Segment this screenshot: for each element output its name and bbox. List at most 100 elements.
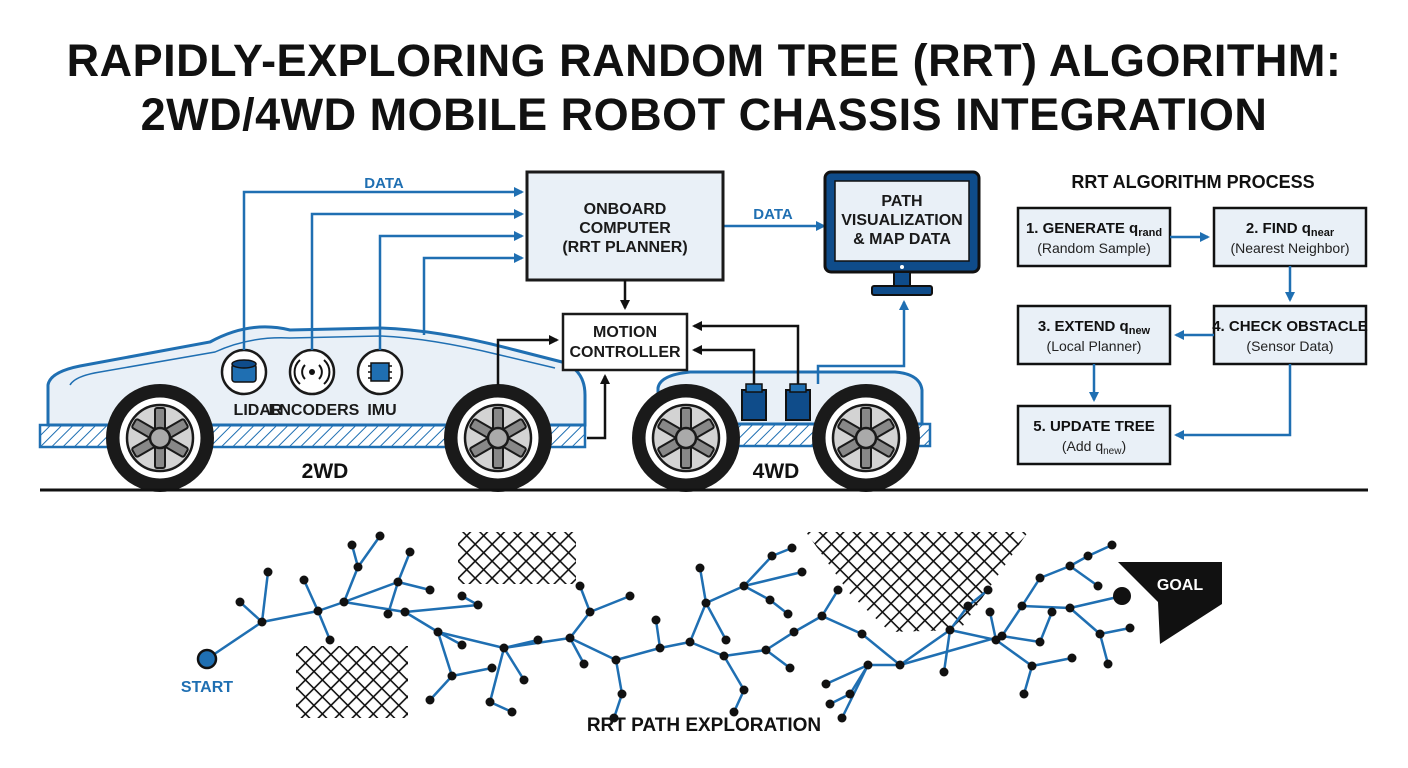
svg-text:4. CHECK OBSTACLE: 4. CHECK OBSTACLE (1212, 318, 1368, 335)
tree-node (997, 631, 1007, 641)
tree-edge (343, 580, 399, 604)
process-title: RRT ALGORITHM PROCESS (1071, 172, 1314, 192)
tree-edge (1021, 604, 1071, 610)
tree-node (1107, 540, 1117, 550)
motor-icon (741, 389, 767, 421)
tree-node (339, 597, 349, 607)
motion-controller-label: CONTROLLER (569, 344, 681, 361)
tree-node (625, 591, 635, 601)
monitor-icon (823, 170, 981, 296)
tree-edge (436, 631, 454, 677)
tree-edge (396, 551, 412, 583)
tree-edge (861, 633, 901, 666)
tree-node (765, 595, 775, 605)
svg-text:(Sensor Data): (Sensor Data) (1246, 338, 1333, 354)
path-viz-label: VISUALIZATION (841, 212, 962, 229)
tree-node (821, 679, 831, 689)
encoders-label: ENCODERS (269, 402, 360, 419)
tree-node (845, 689, 855, 699)
tree-edge (705, 584, 745, 605)
tree-node (617, 689, 627, 699)
tree-edge (949, 605, 969, 631)
tree-node (447, 671, 457, 681)
tree-edge (578, 585, 592, 613)
tree-node (499, 643, 509, 653)
tree-node (1027, 661, 1037, 671)
path-viz-label: PATH (881, 193, 922, 210)
lidar-label: LIDAR (234, 402, 283, 419)
tree-edge (825, 663, 869, 686)
process-step-3: 3. EXTEND qnew (Local Planner) (1016, 304, 1172, 366)
tree-node (785, 663, 795, 673)
tree-edge (451, 666, 493, 678)
tree-node (1017, 601, 1027, 611)
tree-node (313, 606, 323, 616)
process-arrows (1089, 232, 1295, 440)
tree-node (579, 659, 589, 669)
tree-node (857, 629, 867, 639)
tree-edge (1020, 577, 1042, 607)
tree-edge (302, 579, 320, 612)
tree-node (1019, 689, 1029, 699)
start-node (196, 648, 218, 670)
tree-edge (437, 630, 505, 650)
tree-edge (743, 555, 773, 587)
tree-edge (698, 567, 708, 604)
tree-node (299, 575, 309, 585)
tree-node (825, 699, 835, 709)
tree-edge (404, 603, 479, 614)
obstacle (806, 532, 1028, 632)
tree-node (739, 581, 749, 591)
tree-node (585, 607, 595, 617)
svg-text:(Random Sample): (Random Sample) (1037, 240, 1151, 256)
tree-node (485, 697, 495, 707)
tree-edge (343, 600, 406, 614)
tree-node (263, 567, 273, 577)
tree-edge (743, 570, 803, 588)
svg-text:(Local Planner): (Local Planner) (1047, 338, 1142, 354)
tree-node (457, 591, 467, 601)
tree-node (983, 585, 993, 595)
tree-edge (722, 655, 746, 691)
tree-node (833, 585, 843, 595)
label-4wd: 4WD (753, 460, 800, 483)
path-viz-label: & MAP DATA (853, 231, 951, 248)
tree-node (729, 707, 739, 717)
tree-node (655, 643, 665, 653)
tree-node (393, 577, 403, 587)
tree-edge (1098, 633, 1110, 665)
tree-edge (404, 610, 439, 634)
tree-node (383, 609, 393, 619)
tree-node (685, 637, 695, 647)
tree-edge (589, 594, 631, 614)
tree-edge (502, 647, 526, 681)
tree-edge (1001, 634, 1041, 644)
tree-edge (1099, 626, 1131, 636)
tree-edge (949, 628, 997, 642)
onboard-computer-label: COMPUTER (579, 220, 671, 237)
sensor-data-arrows (242, 187, 909, 384)
tree-edge (239, 601, 263, 623)
tree-node (695, 563, 705, 573)
svg-text:5. UPDATE TREE: 5. UPDATE TREE (1033, 418, 1154, 435)
tree-node (400, 607, 410, 617)
imu-icon (356, 348, 404, 396)
tree-edge (1039, 564, 1071, 580)
process-step-4: 4. CHECK OBSTACLE (Sensor Data) (1212, 304, 1368, 366)
tree-edge (569, 636, 617, 662)
tree-node (1095, 629, 1105, 639)
tree-edge (316, 610, 332, 641)
tree-node (939, 667, 949, 677)
tree-node (1083, 551, 1093, 561)
onboard-computer-label: (RRT PLANNER) (562, 239, 687, 256)
encoder-icon (288, 348, 336, 396)
tree-edge (765, 630, 795, 652)
tree-node (789, 627, 799, 637)
onboard-computer-label: ONBOARD (584, 201, 667, 218)
tree-edge (261, 609, 319, 624)
lidar-icon (220, 348, 268, 396)
data-label: DATA (753, 206, 793, 223)
wheel-icon (442, 382, 554, 494)
tree-node (863, 660, 873, 670)
